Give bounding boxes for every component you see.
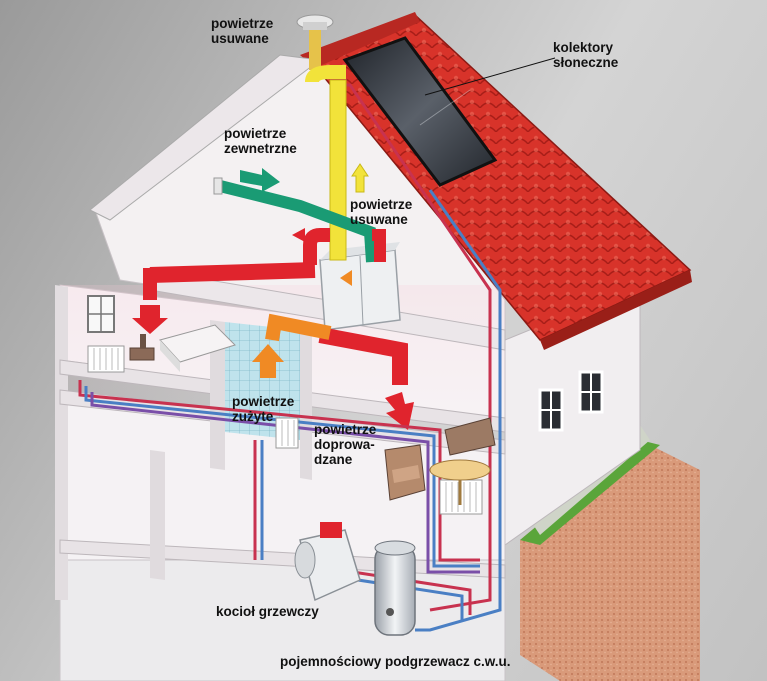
label-exhaust-air-mid: powietrze usuwane <box>350 197 413 227</box>
boiler-icon <box>294 522 361 602</box>
label-solar-collectors: kolektory słoneczne <box>553 40 619 70</box>
roof-vent-icon <box>296 14 334 70</box>
solar-callout-line <box>424 57 556 96</box>
supply-duct-red <box>132 228 414 430</box>
used-air-duct-orange <box>252 270 352 378</box>
water-heater-tank-icon <box>374 540 416 636</box>
sofa-icon <box>444 417 496 456</box>
fresh-air-duct-green <box>213 168 378 263</box>
heating-pipes <box>78 380 480 620</box>
side-wall <box>504 284 641 546</box>
label-boiler: kocioł grzewczy <box>216 604 319 619</box>
armchair-icon <box>384 444 426 501</box>
side-window-right <box>578 370 604 414</box>
bed-icon <box>129 324 236 372</box>
table-icon <box>429 459 491 505</box>
label-exhaust-air-top: powietrze usuwane <box>211 16 274 46</box>
label-water-heater: pojemnościowy podgrzewacz c.w.u. <box>280 654 511 669</box>
label-supply-air: powietrze doprowa- dzane <box>314 422 377 467</box>
label-outside-air: powietrze zewnetrzne <box>224 126 297 156</box>
side-window-left <box>538 388 564 432</box>
solar-collectors <box>342 36 498 187</box>
radiator-icon <box>87 345 483 515</box>
label-used-air: powietrze zużyte <box>232 394 295 424</box>
